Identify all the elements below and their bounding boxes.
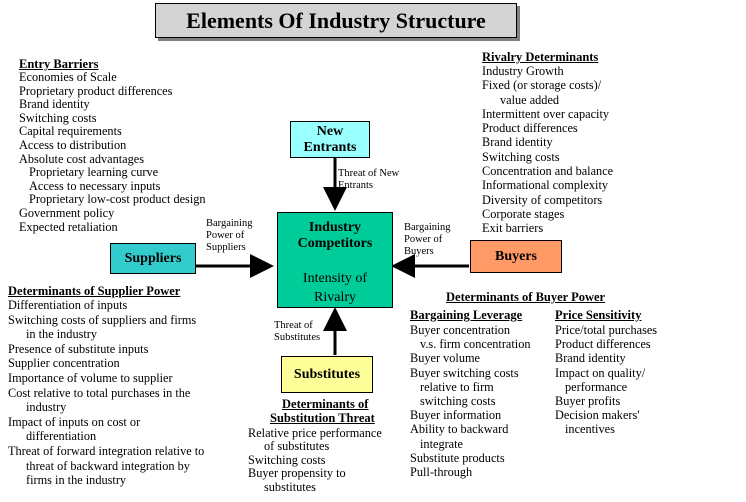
bargaining-leverage-heading: Bargaining Leverage <box>410 308 523 322</box>
list-item: integrate <box>420 436 464 451</box>
entry-barriers-heading: Entry Barriers <box>19 57 99 71</box>
bargaining-power-buyers-label: Bargaining Power of Buyers <box>404 222 451 257</box>
list-item: Importance of volume to supplier <box>8 370 173 385</box>
list-item: Price/total purchases <box>555 323 658 337</box>
substitutes-box: Substitutes <box>281 356 373 393</box>
list-item: substitutes <box>264 479 316 494</box>
list-item: Corporate stages <box>482 206 565 221</box>
buyers-box: Buyers <box>470 240 562 273</box>
list-item: Decision makers' <box>555 408 640 423</box>
list-item: Switching costs of suppliers and firms <box>8 312 197 327</box>
list-item: Buyer propensity to <box>248 466 346 481</box>
industry-competitors-box: Industry Competitors Intensity of Rivalr… <box>277 212 393 308</box>
entry-barriers-list: Economies of Scale Proprietary product d… <box>19 70 206 234</box>
list-item: Proprietary low-cost product design <box>29 192 206 207</box>
industry-competitors-title: Industry Competitors <box>297 220 373 251</box>
list-item: v.s. firm concentration <box>420 337 531 352</box>
list-item: of substitutes <box>264 439 330 454</box>
list-item: in the industry <box>26 327 98 342</box>
list-item: Ability to backward <box>410 422 509 437</box>
list-item: Proprietary learning curve <box>29 165 159 180</box>
list-item: Pull-through <box>410 465 473 480</box>
list-item: Product differences <box>482 121 578 136</box>
intensity-of-rivalry-label: Intensity of Rivalry <box>302 271 368 305</box>
list-item: threat of backward integration by <box>26 458 190 473</box>
rivalry-determinants-list: Industry Growth Fixed (or storage costs)… <box>482 64 613 236</box>
list-item: Buyer profits <box>555 394 621 409</box>
list-item: incentives <box>565 422 615 437</box>
list-item: Economies of Scale <box>19 70 117 84</box>
list-item: Buyer information <box>410 408 502 423</box>
list-item: differentiation <box>26 429 97 444</box>
list-item: switching costs <box>420 394 496 409</box>
list-item: Brand identity <box>482 135 553 150</box>
buyer-power-heading: Determinants of Buyer Power <box>446 290 606 304</box>
substitution-threat-heading-line1: Determinants of <box>282 397 369 411</box>
supplier-power-list: Differentiation of inputs Switching cost… <box>8 298 204 488</box>
suppliers-label: Suppliers <box>124 250 182 266</box>
buyers-label: Buyers <box>495 248 537 264</box>
list-item: value added <box>500 92 560 107</box>
list-item: relative to firm <box>420 379 494 394</box>
list-item: Brand identity <box>19 97 90 112</box>
list-item: Switching costs <box>19 110 97 125</box>
list-item: Intermittent over capacity <box>482 106 610 121</box>
list-item: Differentiation of inputs <box>8 298 128 312</box>
list-item: Fixed (or storage costs)/ <box>482 78 602 93</box>
list-item: Impact on quality/ <box>555 365 646 380</box>
bargaining-leverage-panel: Bargaining Leverage Buyer concentration … <box>410 308 531 479</box>
list-item: Impact of inputs on cost or <box>8 414 141 429</box>
list-item: Absolute cost advantages <box>19 151 144 166</box>
substitution-threat-list: Relative price performance of substitute… <box>248 426 382 494</box>
list-item: Buyer switching costs <box>410 365 519 380</box>
list-item: Government policy <box>19 205 115 220</box>
bargaining-leverage-list: Buyer concentration v.s. firm concentrat… <box>410 323 531 479</box>
list-item: performance <box>565 379 628 394</box>
list-item: Switching costs <box>248 452 326 467</box>
supplier-power-panel: Determinants of Supplier Power Different… <box>8 284 204 488</box>
list-item: Switching costs <box>482 149 560 164</box>
substitution-threat-panel: Determinants of Substitution Threat Rela… <box>248 397 382 494</box>
substitution-threat-heading-line2: Substitution Threat <box>270 411 375 425</box>
list-item: Concentration and balance <box>482 164 614 179</box>
list-item: Diversity of competitors <box>482 192 603 207</box>
rivalry-determinants-panel: Rivalry Determinants Industry Growth Fix… <box>482 50 613 236</box>
rivalry-determinants-heading: Rivalry Determinants <box>482 50 599 64</box>
suppliers-box: Suppliers <box>110 243 196 274</box>
price-sensitivity-list: Price/total purchases Product difference… <box>555 323 657 437</box>
list-item: Relative price performance <box>248 426 382 440</box>
diagram-title: Elements Of Industry Structure <box>155 3 517 38</box>
list-item: Buyer volume <box>410 351 481 366</box>
list-item: Informational complexity <box>482 178 609 193</box>
price-sensitivity-panel: Price Sensitivity Price/total purchases … <box>555 308 657 437</box>
new-entrants-box: New Entrants <box>290 121 370 158</box>
list-item: Proprietary product differences <box>19 83 173 98</box>
list-item: Brand identity <box>555 351 626 366</box>
list-item: Industry Growth <box>482 64 564 78</box>
list-item: industry <box>26 400 67 415</box>
list-item: Threat of forward integration relative t… <box>8 443 205 458</box>
list-item: Capital requirements <box>19 124 122 139</box>
price-sensitivity-heading: Price Sensitivity <box>555 308 642 322</box>
list-item: Presence of substitute inputs <box>8 341 149 356</box>
list-item: Access to distribution <box>19 137 127 152</box>
new-entrants-label: New Entrants <box>303 123 357 155</box>
entry-barriers-panel: Entry Barriers Economies of Scale Propri… <box>19 57 206 234</box>
list-item: Cost relative to total purchases in the <box>8 385 191 400</box>
list-item: Buyer concentration <box>410 323 511 337</box>
supplier-power-heading: Determinants of Supplier Power <box>8 284 181 298</box>
threat-of-substitutes-label: Threat of Substitutes <box>274 320 321 343</box>
list-item: firms in the industry <box>26 473 127 488</box>
bargaining-power-suppliers-label: Bargaining Power of Suppliers <box>206 218 253 253</box>
threat-of-new-entrants-label: Threat of New Entrants <box>338 168 400 191</box>
substitutes-label: Substitutes <box>293 366 361 382</box>
list-item: Expected retaliation <box>19 219 118 234</box>
list-item: Supplier concentration <box>8 356 120 371</box>
list-item: Substitute products <box>410 450 505 465</box>
list-item: Exit barriers <box>482 221 544 236</box>
list-item: Product differences <box>555 337 651 352</box>
list-item: Access to necessary inputs <box>29 178 161 193</box>
